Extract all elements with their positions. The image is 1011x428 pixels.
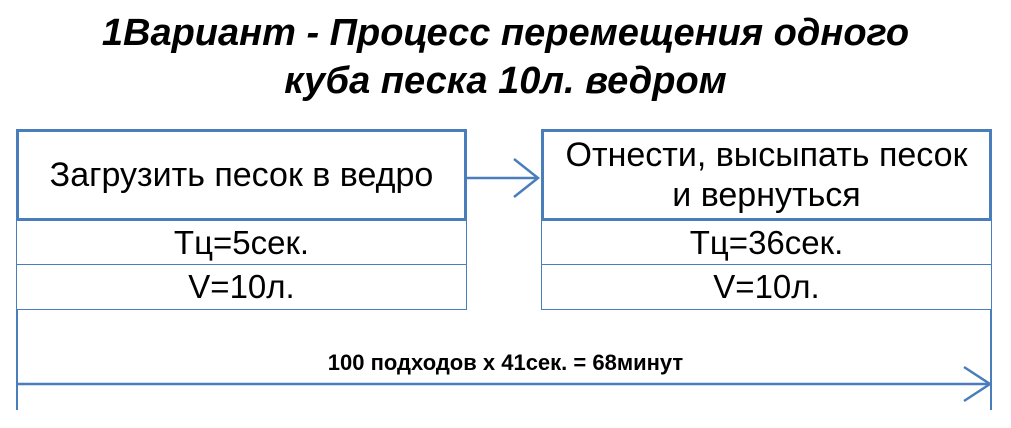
process-label-line-2: и вернуться	[672, 176, 861, 214]
cycle-time-label-load-sand: Тц=5сек.	[173, 223, 310, 261]
cycle-time-cell-load-sand: Тц=5сек.	[16, 221, 467, 265]
process-label-load-sand: Загрузить песок в ведро	[49, 156, 434, 194]
volume-cell-carry-dump-return: V=10л.	[541, 265, 992, 310]
process-box-carry-dump-return: Отнести, высыпать песок и вернуться	[541, 129, 992, 221]
diagram-title-line-2: куба песка 10л. ведром	[284, 60, 727, 102]
process-box-load-sand: Загрузить песок в ведро	[16, 129, 467, 221]
timeline-arrow-head	[963, 365, 993, 403]
volume-label-load-sand: V=10л.	[188, 268, 295, 305]
process-label-line-1: Отнести, высыпать песок	[565, 136, 968, 174]
diagram-title-line-1: 1Вариант - Процесс перемещения одного	[101, 12, 910, 54]
volume-cell-load-sand: V=10л.	[16, 265, 467, 310]
volume-label-carry-dump-return: V=10л.	[713, 268, 820, 305]
timeline-right-boundary	[990, 310, 992, 410]
cycle-time-label-carry-dump-return: Тц=36сек.	[689, 223, 844, 261]
flow-arrow-head	[513, 158, 541, 198]
timeline-arrow	[17, 365, 993, 403]
process-label-carry-dump-return: Отнести, высыпать песок и вернуться	[566, 135, 968, 215]
flow-arrow	[467, 158, 541, 198]
cycle-time-cell-carry-dump-return: Тц=36сек.	[541, 221, 992, 265]
timeline-left-boundary	[16, 310, 18, 410]
total-time-label: 100 подходов х 41сек. = 68минут	[327, 350, 684, 375]
